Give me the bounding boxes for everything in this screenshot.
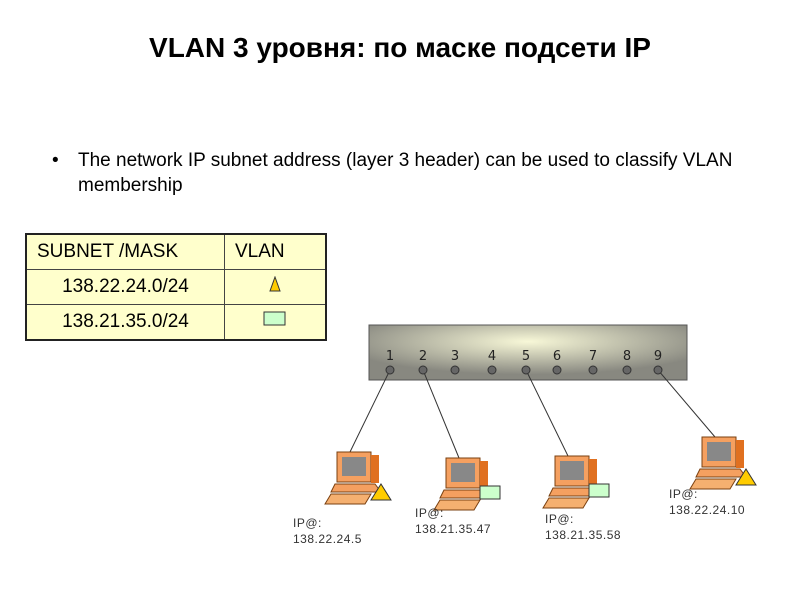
port-number-5: 5 — [522, 349, 530, 364]
port-7 — [588, 365, 598, 375]
vlan-cell — [224, 304, 327, 341]
table-row: 138.21.35.0/24 — [25, 304, 327, 341]
triangle-vlan-icon — [735, 468, 757, 486]
port-5 — [521, 365, 531, 375]
port-4 — [487, 365, 497, 375]
triangle-vlan-icon — [370, 483, 392, 501]
port-number-9: 9 — [654, 349, 662, 364]
port-number-6: 6 — [553, 349, 561, 364]
computer-icon — [542, 455, 600, 509]
ip-address: 138.21.35.58 — [545, 528, 622, 542]
network-cable — [422, 369, 460, 459]
host-ip-label: IP@: 138.21.35.47 — [415, 505, 491, 537]
page-title: VLAN 3 уровня: по маске подсети IP — [149, 32, 651, 63]
host-ip-label: IP@: 138.21.35.58 — [545, 511, 621, 543]
header-subnet: SUBNET /MASK — [25, 233, 225, 270]
header-vlan: VLAN — [224, 233, 327, 270]
ip-prefix: IP@: — [669, 487, 698, 501]
port-number-3: 3 — [451, 349, 459, 364]
network-cable — [525, 369, 569, 457]
port-number-8: 8 — [623, 349, 631, 364]
computer-icon — [433, 457, 491, 511]
port-1 — [385, 365, 395, 375]
ip-prefix: IP@: — [293, 516, 322, 530]
bullet-text-block: • The network IP subnet address (layer 3 … — [52, 148, 758, 198]
host-ip-label: IP@: 138.22.24.5 — [293, 515, 362, 547]
rectangle-vlan-icon — [263, 311, 286, 326]
rectangle-vlan-icon — [588, 483, 610, 498]
port-number-4: 4 — [488, 349, 496, 364]
ip-address: 138.22.24.5 — [293, 532, 362, 546]
table-row: 138.22.24.0/24 — [25, 269, 327, 305]
port-6 — [552, 365, 562, 375]
vlan-cell — [224, 269, 327, 305]
computer-icon — [689, 436, 747, 490]
rectangle-vlan-icon — [479, 485, 501, 500]
port-number-1: 1 — [386, 349, 394, 364]
ip-address: 138.21.35.47 — [415, 522, 492, 536]
port-number-7: 7 — [589, 349, 597, 364]
ip-address: 138.22.24.10 — [669, 503, 746, 517]
triangle-vlan-icon — [269, 275, 281, 292]
bullet-text: The network IP subnet address (layer 3 h… — [78, 150, 733, 196]
port-2 — [418, 365, 428, 375]
ip-prefix: IP@: — [415, 506, 444, 520]
port-9 — [653, 365, 663, 375]
subnet-cell: 138.22.24.0/24 — [25, 269, 225, 305]
subnet-cell: 138.21.35.0/24 — [25, 304, 225, 341]
port-3 — [450, 365, 460, 375]
network-cable — [657, 369, 716, 438]
computer-icon — [324, 451, 382, 505]
bullet-dot: • — [52, 150, 59, 171]
port-number-2: 2 — [419, 349, 427, 364]
ip-prefix: IP@: — [545, 512, 574, 526]
host-ip-label: IP@: 138.22.24.10 — [669, 486, 745, 518]
network-cable — [349, 369, 391, 453]
port-8 — [622, 365, 632, 375]
